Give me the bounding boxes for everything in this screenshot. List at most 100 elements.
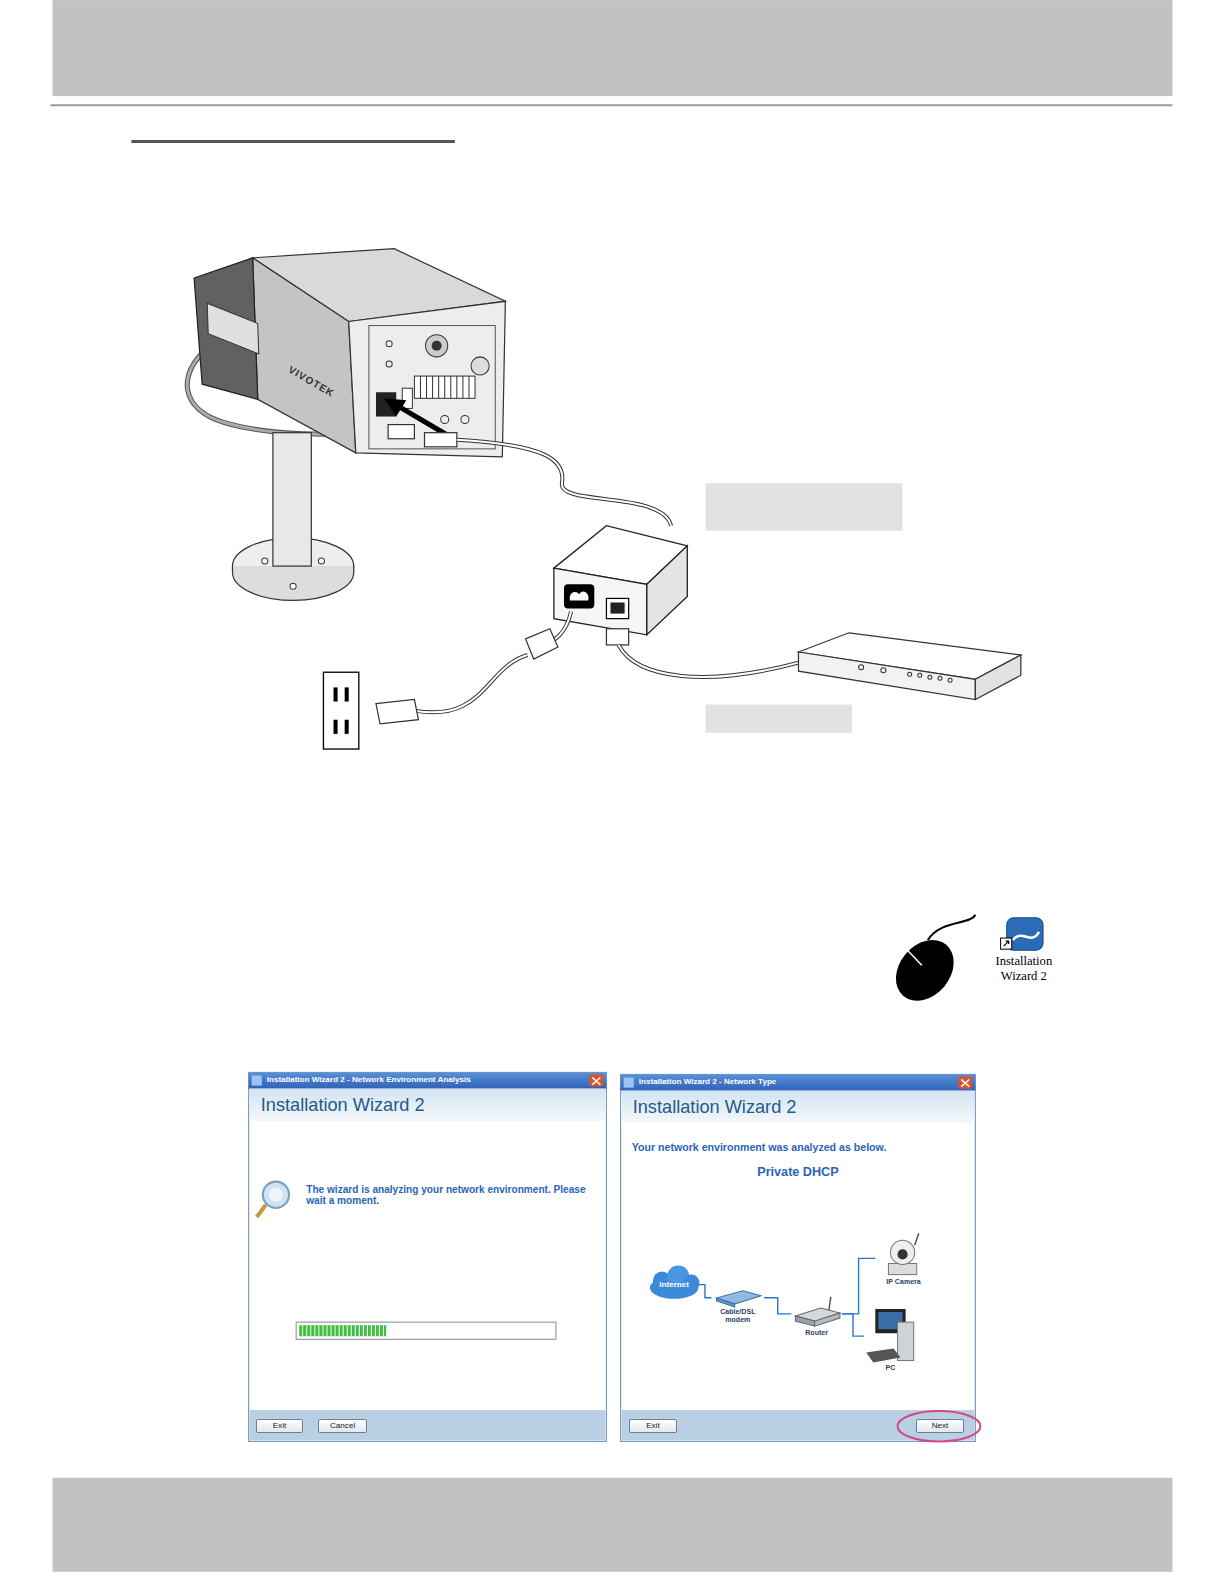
camera-body — [461, 415, 469, 423]
shortcut-icon — [1004, 941, 1009, 946]
wizard-heading: Installation Wizard 2 — [633, 1097, 956, 1118]
pc-node: PC — [864, 1306, 917, 1377]
ethernet-cable — [606, 629, 628, 645]
camera-body — [369, 326, 495, 449]
exit-button: Exit — [256, 1419, 304, 1433]
router-icon — [795, 1297, 839, 1326]
button-label: Next — [932, 1421, 949, 1430]
poe-injector — [564, 584, 594, 608]
ethernet-cable — [457, 440, 671, 526]
camera-body — [426, 335, 448, 357]
ethernet-cable — [619, 645, 801, 677]
window-title: Installation Wizard 2 - Network Environm… — [267, 1075, 590, 1084]
ip-camera-icon — [888, 1263, 916, 1274]
ethernet-cable — [457, 440, 671, 526]
network-type: Private DHCP — [621, 1165, 976, 1180]
network-label: IP Camera — [875, 1278, 932, 1286]
network-link — [764, 1298, 791, 1314]
header-rule — [51, 105, 1173, 106]
router-icon — [795, 1316, 814, 1326]
dialog-window — [622, 1091, 975, 1123]
progress-bar — [299, 1325, 386, 1336]
camera-stand — [318, 558, 324, 564]
progress-bar — [296, 1322, 556, 1339]
button-label: Exit — [646, 1421, 659, 1430]
power-cable — [414, 655, 527, 712]
camera-body — [386, 341, 392, 347]
progress-bar — [296, 1322, 556, 1339]
header-rule — [51, 104, 1173, 106]
camera-body — [471, 357, 489, 375]
poe-injector — [570, 591, 589, 600]
power-cable — [376, 612, 571, 724]
dialog-window — [249, 1072, 607, 1441]
header-band — [53, 0, 1173, 96]
pointer-arrow — [384, 398, 406, 416]
router — [881, 668, 886, 673]
pc-icon — [898, 1322, 914, 1360]
dialog-window — [958, 1077, 972, 1089]
dialog-window: Installation Wizard 2 - Network TypeInst… — [621, 1074, 976, 1441]
camera-body — [194, 249, 505, 457]
brand-logo: VIVOTEK — [273, 357, 349, 407]
text-slot: PC — [864, 1364, 917, 1372]
modem-node: Cable/DSL modem — [712, 1290, 765, 1326]
camera-body — [432, 341, 442, 351]
router — [918, 673, 922, 677]
ip-camera-icon — [898, 1249, 908, 1259]
network-label: PC — [864, 1364, 917, 1372]
router — [798, 652, 975, 700]
text-slot: Installation Wizard 2 - Network Type — [639, 1077, 962, 1086]
ip-camera-icon — [890, 1240, 914, 1264]
mouse-icon — [928, 915, 976, 940]
router-icon — [815, 1313, 840, 1326]
camera-body — [414, 376, 475, 398]
poe-injector — [554, 526, 687, 635]
magnifier-icon — [269, 1188, 283, 1202]
wall-outlet — [323, 672, 358, 749]
router-node: Router — [791, 1298, 842, 1344]
header-band — [53, 0, 1173, 96]
label-slot: Installation Wizard 2 — [984, 954, 1063, 983]
wizard-message: Your network environment was analyzed as… — [632, 1141, 966, 1153]
icon-label: Installation Wizard 2 — [984, 954, 1063, 983]
magnifier-icon — [263, 1182, 289, 1208]
exit-button: Exit — [629, 1419, 678, 1433]
ip-camera-icon — [915, 1233, 919, 1245]
router — [798, 633, 1020, 700]
button-label: Exit — [273, 1421, 286, 1430]
camera-stand — [290, 583, 296, 589]
wizard-message: The wizard is analyzing your network env… — [306, 1184, 599, 1207]
camera-stand — [262, 558, 268, 564]
shortcut-icon — [1001, 938, 1012, 949]
network-label: Cable/DSL modem — [712, 1308, 765, 1324]
router — [859, 665, 864, 670]
camera-stand — [232, 566, 353, 600]
network-link — [698, 1285, 711, 1298]
rj45-plug — [388, 425, 414, 439]
dialog-window: Installation Wizard 2 - Network Environm… — [249, 1072, 607, 1441]
router — [908, 672, 912, 676]
footer-band — [53, 1478, 1173, 1572]
shortcut-icon — [1001, 918, 1043, 950]
ethernet-cable — [457, 440, 671, 526]
router-icon — [829, 1297, 831, 1311]
dialog-window — [621, 1074, 976, 1090]
text-slot: Cable/DSL modem — [712, 1308, 765, 1324]
label-slot: VIVOTEK — [273, 357, 349, 407]
section-underline — [131, 141, 454, 142]
modem-icon — [717, 1298, 735, 1307]
internet-node: Internet — [650, 1270, 699, 1298]
text-slot: Private DHCP — [621, 1165, 976, 1180]
wall-outlet — [334, 687, 338, 701]
dialog-window — [592, 1078, 600, 1085]
internet-cloud — [650, 1266, 700, 1299]
camera-body — [420, 376, 469, 398]
wizard-heading: Installation Wizard 2 — [261, 1095, 584, 1116]
magnifier-icon — [257, 1182, 289, 1217]
caption-box — [705, 705, 852, 733]
window-title: Installation Wizard 2 - Network Type — [639, 1077, 962, 1086]
network-link — [842, 1258, 875, 1314]
